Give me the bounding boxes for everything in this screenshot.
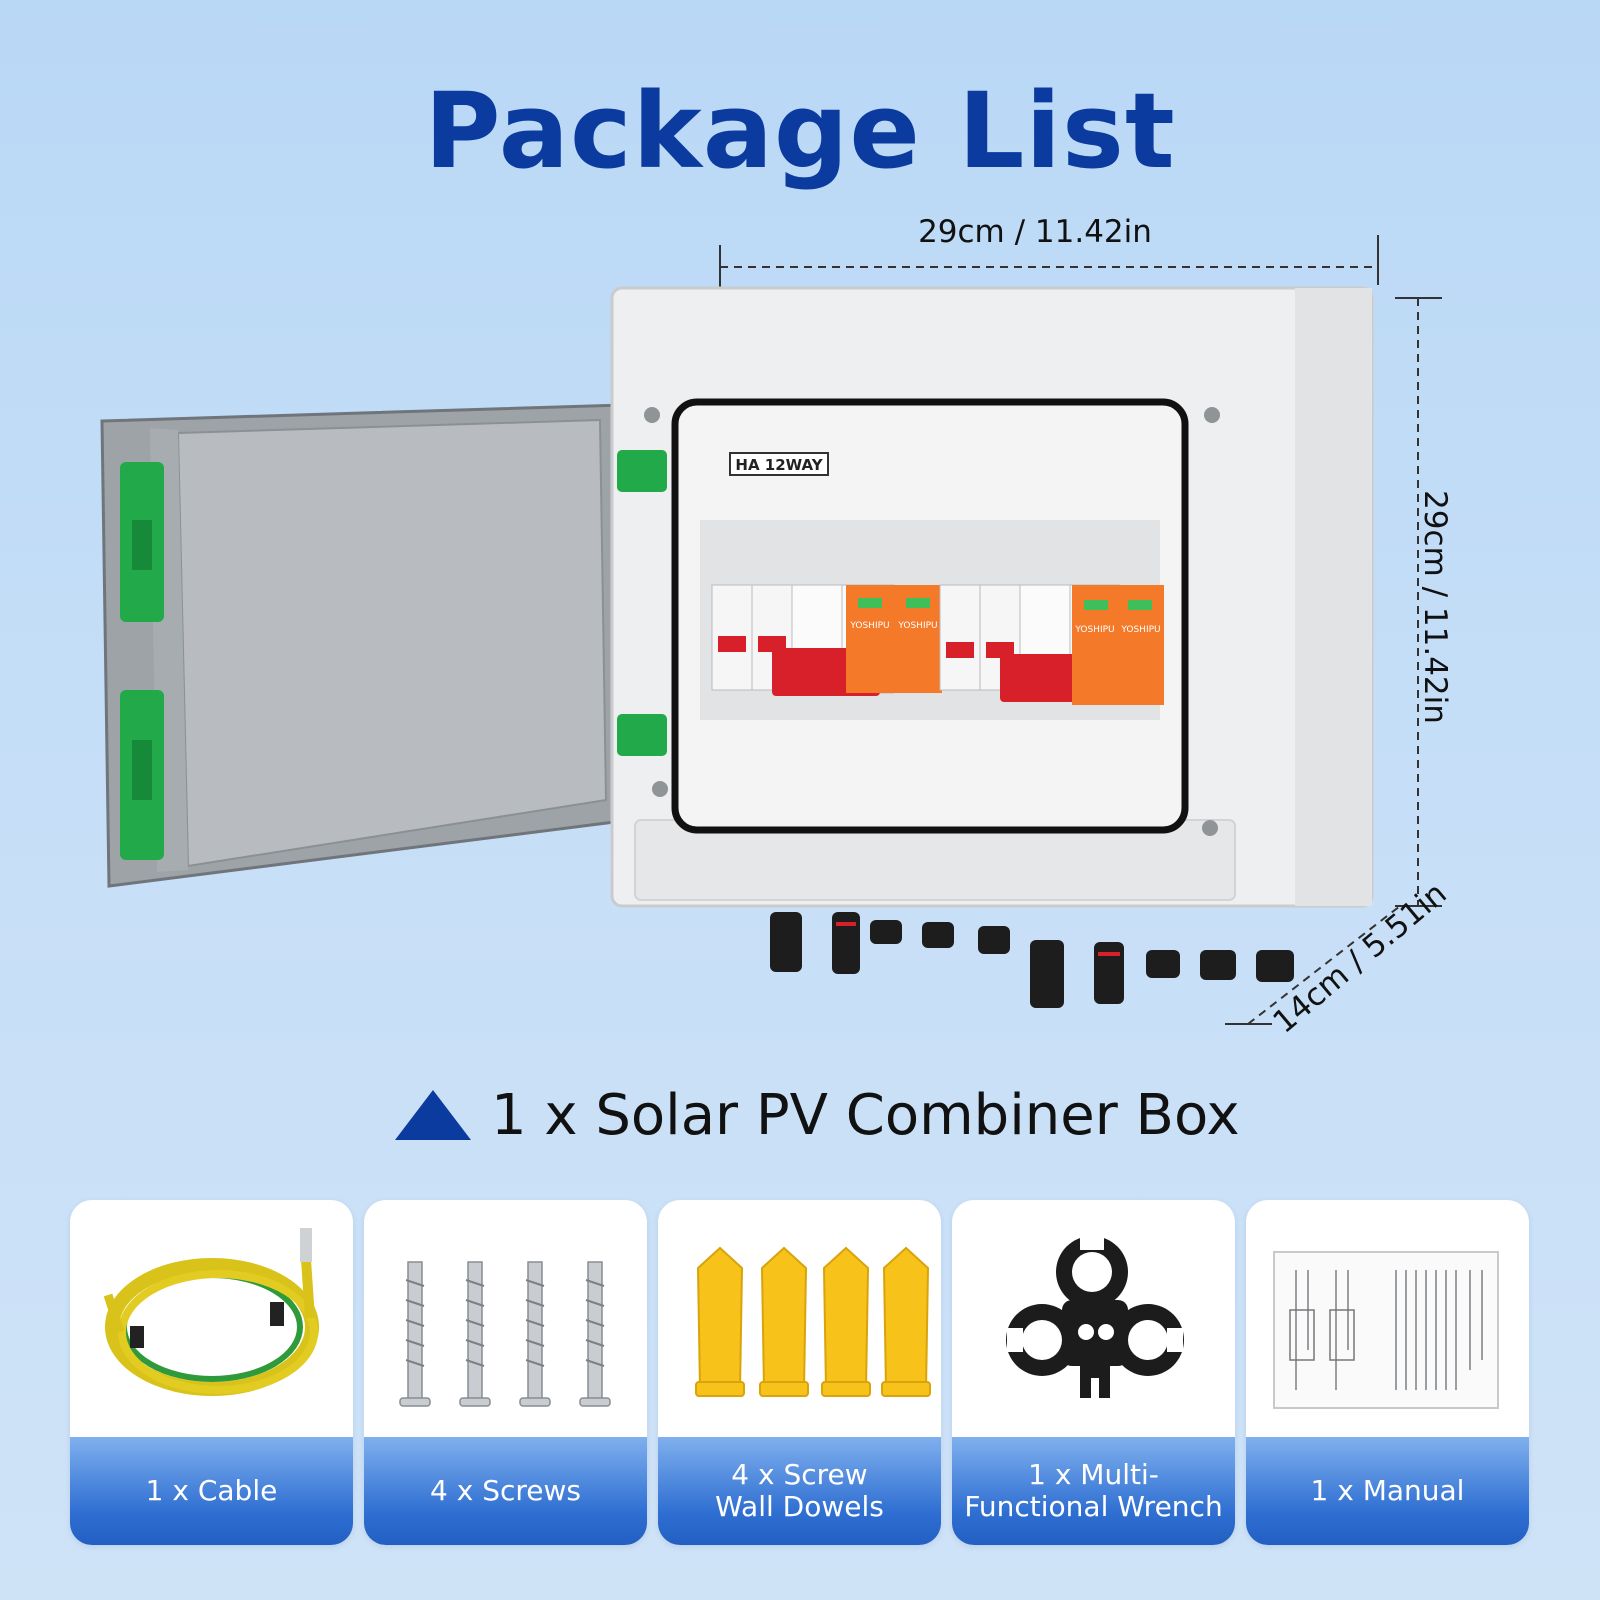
product-caption: 1 x Solar PV Combiner Box xyxy=(395,1080,1240,1150)
brand-label-2: YOSHIPU xyxy=(897,621,937,631)
accessory-card-cable: 1 x Cable xyxy=(70,1200,353,1545)
height-dimension-label: 29cm / 11.42in xyxy=(1417,490,1453,724)
wall-dowels-icon xyxy=(695,1246,931,1397)
width-dimension-label: 29cm / 11.42in xyxy=(918,214,1152,250)
brand-label-4: YOSHIPU xyxy=(1120,625,1160,635)
accessory-card-wrench: 1 x Multi- Functional Wrench xyxy=(952,1200,1235,1545)
manual-icon xyxy=(1273,1251,1499,1409)
breakers-left: YOSHIPU YOSHIPU xyxy=(711,584,942,696)
brand-label-1: YOSHIPU xyxy=(849,621,889,631)
accessory-band-wrench: 1 x Multi- Functional Wrench xyxy=(952,1437,1235,1545)
dimension-lines xyxy=(719,235,1442,1025)
accessory-card-manual: 1 x Manual xyxy=(1246,1200,1529,1545)
cable-glands xyxy=(770,912,1294,1008)
triangle-bullet-icon xyxy=(395,1090,471,1140)
box-body: HA 12WAY YOSHIPU YOSHIPU xyxy=(610,286,1374,1008)
accessory-label-manual: 1 x Manual xyxy=(1310,1474,1465,1507)
accessory-label-wrench: 1 x Multi- Functional Wrench xyxy=(964,1458,1223,1523)
panel-tag: HA 12WAY xyxy=(735,456,823,474)
accessory-cards: 1 x Cable 4 x Screws xyxy=(70,1200,1540,1545)
accessory-card-dowels: 4 x Screw Wall Dowels xyxy=(658,1200,941,1545)
accessory-card-screws: 4 x Screws xyxy=(364,1200,647,1545)
accessory-label-cable: 1 x Cable xyxy=(145,1474,278,1507)
brand-label-3: YOSHIPU xyxy=(1074,625,1114,635)
page-title: Package List xyxy=(424,70,1176,192)
accessory-band-dowels: 4 x Screw Wall Dowels xyxy=(658,1437,941,1545)
open-door xyxy=(100,403,632,888)
wrench-icon xyxy=(1006,1236,1184,1400)
accessory-band-screws: 4 x Screws xyxy=(364,1437,647,1545)
cable-icon xyxy=(103,1228,319,1396)
combiner-box-illustration: HA 12WAY YOSHIPU YOSHIPU xyxy=(100,235,1442,1025)
accessory-band-manual: 1 x Manual xyxy=(1246,1437,1529,1545)
accessory-band-cable: 1 x Cable xyxy=(70,1437,353,1545)
accessory-label-dowels: 4 x Screw Wall Dowels xyxy=(715,1458,884,1523)
screws-icon xyxy=(399,1261,611,1407)
breakers-right: YOSHIPU YOSHIPU xyxy=(939,584,1164,705)
product-label: 1 x Solar PV Combiner Box xyxy=(491,1082,1240,1148)
accessory-label-screws: 4 x Screws xyxy=(430,1474,581,1507)
